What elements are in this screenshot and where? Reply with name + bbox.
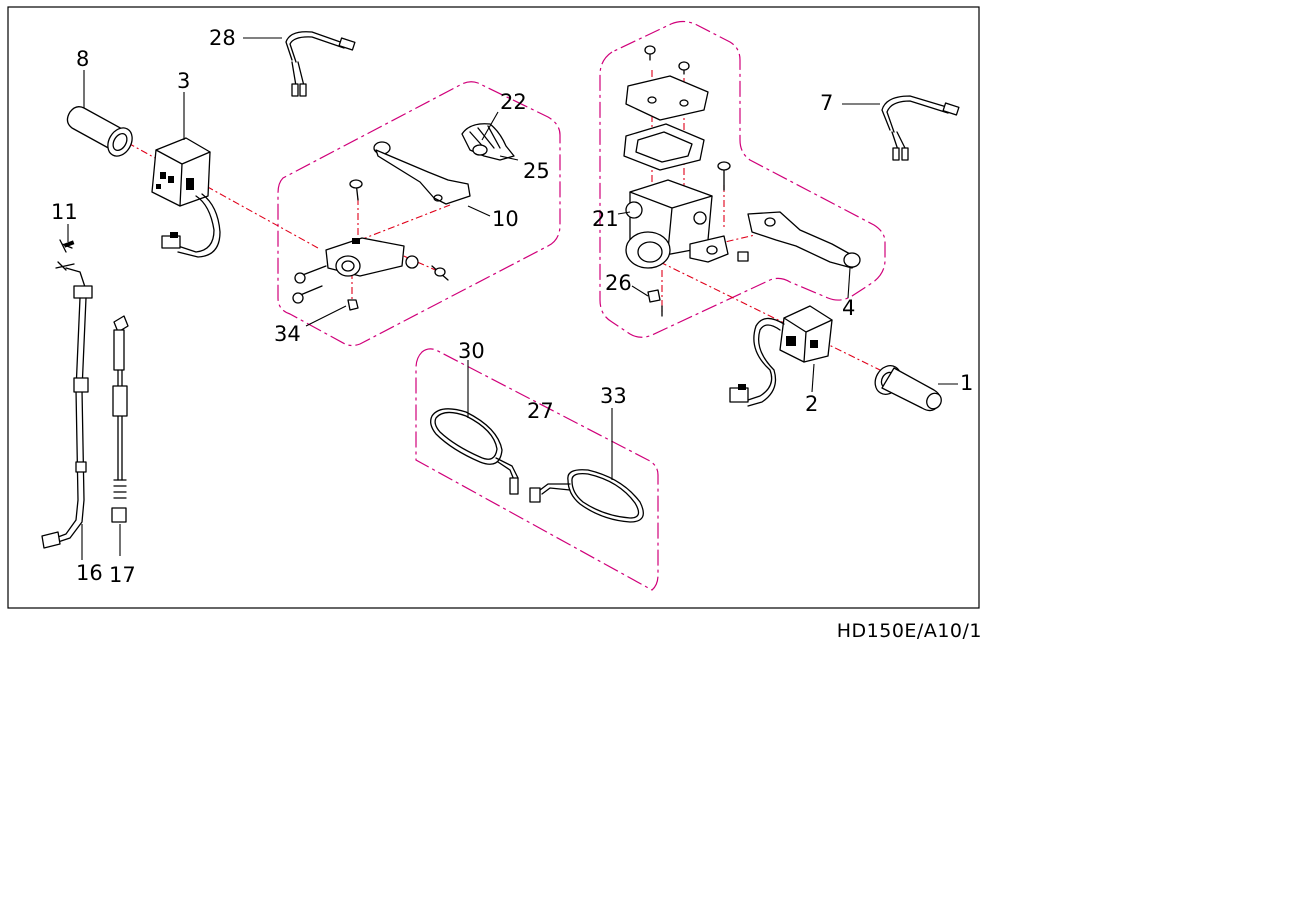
callout-22: 22 [500, 90, 527, 114]
lever-right-4 [747, 211, 861, 269]
callout-16: 16 [76, 561, 103, 585]
callout-labels: 8 3 28 11 16 17 22 25 10 34 21 26 7 4 2 … [51, 26, 973, 587]
callout-21: 21 [592, 207, 619, 231]
callout-8: 8 [76, 47, 89, 71]
axis-line-pivot-right [711, 234, 756, 246]
group-frame-21 [599, 20, 886, 338]
switch-housing-right-2 [729, 305, 833, 407]
mirror-right-33 [529, 469, 644, 523]
grip-right-1 [874, 365, 942, 412]
callout-26: 26 [605, 271, 632, 295]
callout-33: 33 [600, 384, 627, 408]
callout-17: 17 [109, 563, 136, 587]
axis-line-right [659, 261, 881, 371]
callout-25: 25 [523, 159, 550, 183]
callout-30: 30 [458, 339, 485, 363]
wire-lead-28 [285, 31, 356, 97]
lever-bracket-left [292, 179, 449, 311]
throttle-cable-17 [111, 315, 129, 523]
callout-1: 1 [960, 371, 973, 395]
leader-lines [67, 37, 958, 560]
drawing-caption: HD150E/A10/1 [836, 620, 982, 642]
callout-2: 2 [805, 392, 818, 416]
axis-line-lever-left [359, 204, 451, 241]
master-cylinder-21 [623, 45, 749, 317]
mirror-left-30 [430, 408, 519, 495]
lever-left-10 [373, 141, 471, 205]
drawing-frame [7, 6, 980, 609]
callout-10: 10 [492, 207, 519, 231]
callout-34: 34 [274, 322, 301, 346]
grip-left-8 [66, 106, 133, 157]
group-frame-27 [415, 348, 659, 591]
callout-7: 7 [820, 91, 833, 115]
callout-4: 4 [842, 296, 855, 320]
lever-cover-25 [461, 123, 515, 161]
callout-11: 11 [51, 200, 78, 224]
axis-line-pivot-left [389, 249, 441, 273]
clutch-cable-16 [41, 239, 93, 549]
callout-27: 27 [527, 399, 554, 423]
callout-3: 3 [177, 69, 190, 93]
switch-housing-left-3 [151, 137, 221, 258]
wire-lead-7 [881, 95, 960, 161]
group-frame-22 [277, 81, 561, 347]
callout-28: 28 [209, 26, 236, 50]
